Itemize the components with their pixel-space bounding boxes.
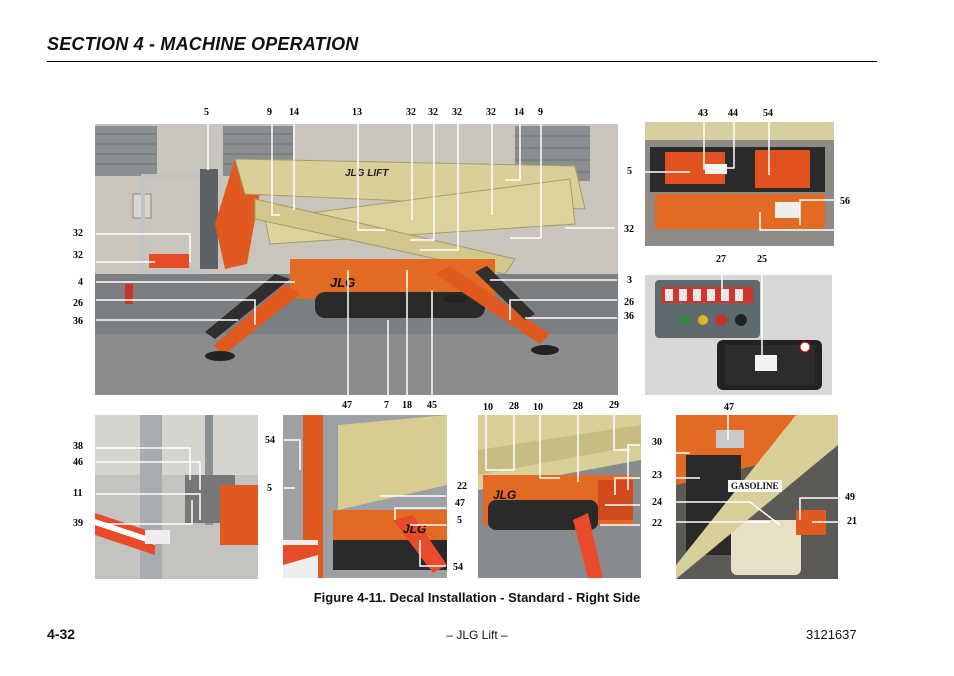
section-title: SECTION 4 - MACHINE OPERATION xyxy=(47,34,359,54)
callout-label: 38 xyxy=(73,441,83,452)
callout-label: 25 xyxy=(757,254,767,265)
chassis-logo-2: JLG xyxy=(403,522,426,536)
engine-bay-photo xyxy=(676,415,838,579)
callout-label: 32 xyxy=(428,107,438,118)
page-number: 4-32 xyxy=(47,626,76,642)
callout-label: 49 xyxy=(845,492,855,503)
callout-label: 28 xyxy=(509,401,519,412)
callout-label: 10 xyxy=(533,402,543,413)
callout-label: 47 xyxy=(724,402,734,413)
callout-label: 32 xyxy=(486,107,496,118)
callout-label: 26 xyxy=(73,298,83,309)
callout-label: 32 xyxy=(452,107,462,118)
gasoline-label: GASOLINE xyxy=(728,480,782,492)
callout-label: 36 xyxy=(624,311,634,322)
callout-label: 18 xyxy=(402,400,412,411)
bottom-left-photo xyxy=(95,415,258,579)
callout-label: 4 xyxy=(78,277,83,288)
chassis-logo-3: JLG xyxy=(493,488,516,502)
chassis-logo: JLG xyxy=(330,275,355,290)
callout-label: 13 xyxy=(352,107,362,118)
callout-label: 27 xyxy=(716,254,726,265)
callout-label: 32 xyxy=(406,107,416,118)
document-number: 3121637 xyxy=(806,627,857,642)
callout-label: 24 xyxy=(652,497,662,508)
callout-label: 5 xyxy=(267,483,272,494)
callout-label: 14 xyxy=(289,107,299,118)
callout-label: 9 xyxy=(538,107,543,118)
callout-label: 32 xyxy=(73,250,83,261)
callout-label: 28 xyxy=(573,401,583,412)
callout-label: 11 xyxy=(73,488,83,499)
callout-label: 29 xyxy=(609,400,619,411)
callout-label: 22 xyxy=(457,481,467,492)
callout-label: 54 xyxy=(763,108,773,119)
callout-label: 47 xyxy=(455,498,465,509)
bottom-center-right-photo: JLG xyxy=(478,415,641,578)
callout-label: 32 xyxy=(624,224,634,235)
callout-label: 3 xyxy=(627,275,632,286)
footer-center-text: – JLG Lift – xyxy=(446,628,508,642)
callout-label: 47 xyxy=(342,400,352,411)
callout-label: 36 xyxy=(73,316,83,327)
callout-label: 22 xyxy=(652,518,662,529)
header-rule xyxy=(47,61,877,62)
callout-label: 43 xyxy=(698,108,708,119)
callout-label: 5 xyxy=(457,515,462,526)
callout-label: 39 xyxy=(73,518,83,529)
callout-label: 30 xyxy=(652,437,662,448)
boom-brand-text: JLG LIFT xyxy=(345,168,389,179)
callout-label: 44 xyxy=(728,108,738,119)
callout-label: 5 xyxy=(204,107,209,118)
callout-label: 46 xyxy=(73,457,83,468)
callout-label: 5 xyxy=(627,166,632,177)
callout-label: 56 xyxy=(840,196,850,207)
callout-label: 32 xyxy=(73,228,83,239)
control-box-photo xyxy=(645,275,832,395)
callout-label: 54 xyxy=(265,435,275,446)
callout-label: 14 xyxy=(514,107,524,118)
main-machine-photo: JLG LIFT JLG xyxy=(95,124,618,395)
callout-label: 10 xyxy=(483,402,493,413)
callout-label: 23 xyxy=(652,470,662,481)
callout-label: 54 xyxy=(453,562,463,573)
callout-label: 9 xyxy=(267,107,272,118)
figure-caption: Figure 4-11. Decal Installation - Standa… xyxy=(313,590,641,605)
callout-label: 21 xyxy=(847,516,857,527)
callout-label: 45 xyxy=(427,400,437,411)
callout-label: 7 xyxy=(384,400,389,411)
bottom-middle-photo: JLG xyxy=(283,415,447,578)
top-right-photo xyxy=(645,122,834,246)
callout-label: 26 xyxy=(624,297,634,308)
